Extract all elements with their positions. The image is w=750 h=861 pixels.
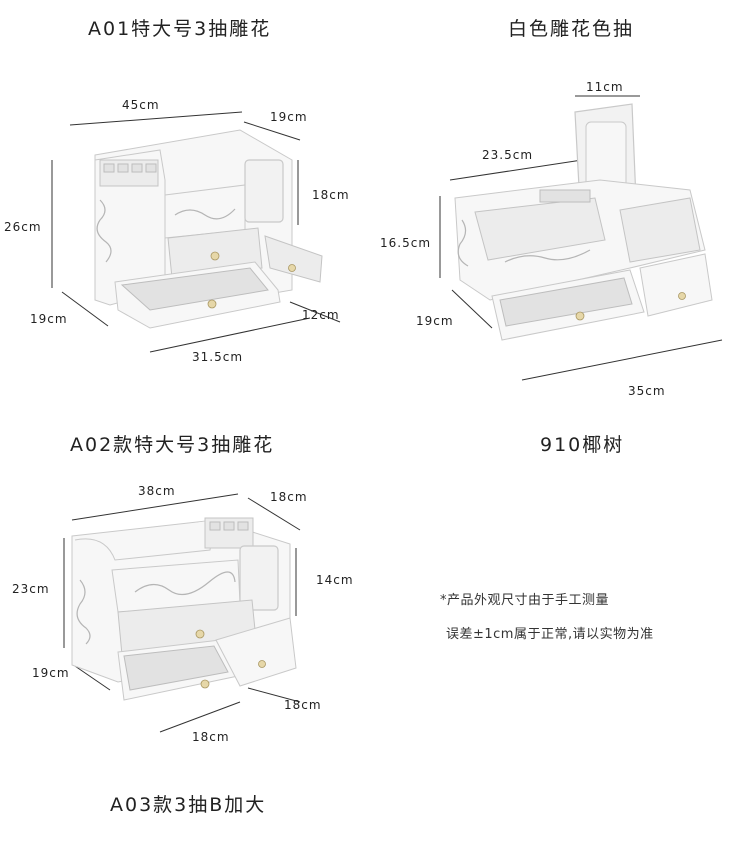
measurement-note-line1: *产品外观尺寸由于手工测量 — [440, 593, 610, 608]
product-image-a01 — [51, 111, 341, 353]
dim-a01-depth-right: 19cm — [270, 110, 308, 124]
product-image-white-carved — [439, 95, 723, 381]
product-title-910: 910椰树 — [540, 434, 625, 456]
dim-a01-depth-left: 19cm — [30, 312, 68, 326]
dim-wc-depth-left: 19cm — [416, 314, 454, 328]
dim-a02-width-bottom: 18cm — [192, 730, 230, 744]
dim-wc-width-bottom: 35cm — [628, 384, 666, 398]
measurement-note-line2: 误差±1cm属于正常,请以实物为准 — [446, 627, 654, 642]
dim-wc-mirror-width: 11cm — [586, 80, 624, 94]
dim-wc-width-top: 23.5cm — [482, 148, 534, 162]
product-title-a02: A02款特大号3抽雕花 — [70, 434, 275, 456]
dim-a02-depth-right: 18cm — [270, 490, 308, 504]
dim-a02-depth-small: 18cm — [284, 698, 322, 712]
dim-a01-depth-small: 12cm — [302, 308, 340, 322]
dim-a01-height-left: 26cm — [4, 220, 42, 234]
dim-a02-depth-left: 19cm — [32, 666, 70, 680]
product-image-a02 — [63, 493, 301, 733]
dim-a01-height-right: 18cm — [312, 188, 350, 202]
product-title-a03: A03款3抽B加大 — [110, 794, 267, 816]
dim-wc-height-left: 16.5cm — [380, 236, 432, 250]
dim-a02-width-top: 38cm — [138, 484, 176, 498]
dim-a01-width-bottom: 31.5cm — [192, 350, 244, 364]
dim-a02-height-left: 23cm — [12, 582, 50, 596]
product-title-white-carved: 白色雕花色抽 — [508, 18, 635, 40]
product-title-a01: A01特大号3抽雕花 — [88, 18, 272, 40]
dim-a02-height-right: 14cm — [316, 573, 354, 587]
dim-a01-width-top: 45cm — [122, 98, 160, 112]
